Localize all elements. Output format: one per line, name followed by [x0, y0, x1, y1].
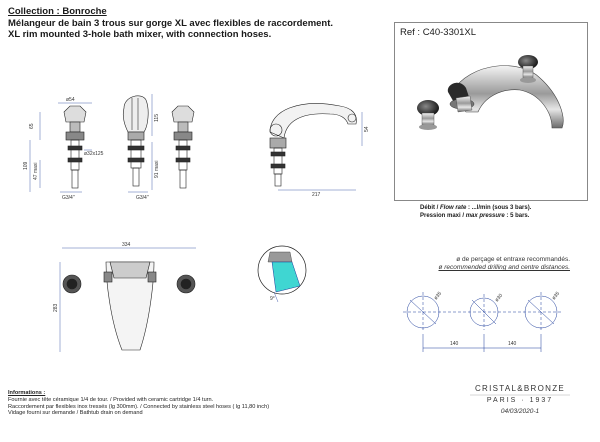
dim-47-maxi: 47 maxi: [33, 162, 39, 180]
dimension-lines-front: [128, 94, 153, 193]
dimension-lines-top: [59, 247, 196, 352]
brand-city: PARIS · 1937: [486, 397, 554, 404]
top-view: [62, 261, 196, 351]
description-en: XL rim mounted 3-hole bath mixer, with c…: [8, 29, 272, 40]
collection-title: Collection : Bonroche: [8, 6, 107, 17]
title-block: Collection : Bonroche Mélangeur de bain …: [8, 6, 333, 41]
info-line-2: Raccordement par flexibles inox tressés …: [8, 403, 270, 410]
pressure-label: Pression maxi: [420, 213, 461, 219]
cartridge-detail: [257, 245, 307, 303]
valve-side-view: [63, 105, 87, 189]
spout-profile-view: [269, 103, 357, 187]
spout-front-view: [122, 95, 149, 187]
dim-32x125: ø32x125: [84, 151, 104, 157]
drilling-diagram: [403, 292, 561, 352]
dimension-lines-profile: [278, 112, 363, 191]
dimension-lines-left: [29, 102, 92, 193]
debit-label: Débit: [420, 205, 435, 211]
informations-block: Informations : Fournie avec tête céramiq…: [8, 390, 269, 417]
drilling-note-en: ø recommended drilling and centre distan…: [438, 264, 570, 271]
dim-109: 109: [23, 161, 29, 170]
dim-334: 334: [122, 242, 131, 248]
valve-side-view-2: [171, 105, 195, 189]
dim-65: 65: [29, 123, 35, 129]
product-photo: [417, 55, 564, 130]
dim-diameter-54: ø54: [66, 97, 75, 103]
info-line-1: Fournie avec tête céramique 1/4 de tour.…: [8, 396, 214, 403]
flow-rate-value: ...l/min (sous 3 bars).: [471, 205, 532, 211]
flow-rate-label: Flow rate: [440, 205, 467, 211]
dim-140-left: 140: [450, 341, 459, 347]
dim-g34-left: G3/4": [62, 195, 75, 201]
informations-title: Informations :: [8, 390, 46, 396]
dim-hole-35-right: ø35: [551, 291, 561, 302]
dim-140-right: 140: [508, 341, 517, 347]
pressure-value: 5 bars.: [510, 213, 530, 219]
brand-logo: CRISTAL&BRONZE: [474, 384, 566, 393]
dim-angle-9: 9°: [270, 296, 275, 302]
dim-hole-30-center: ø30: [494, 293, 504, 304]
dim-g34-front: G3/4": [136, 195, 149, 201]
drilling-note: ø de perçage et entraxe recommandés. ø r…: [398, 256, 570, 272]
flow-rate-info: Débit / Flow rate : ...l/min (sous 3 bar…: [420, 205, 532, 219]
dim-91-maxi: 91 maxi: [154, 160, 160, 178]
dim-54: 54: [364, 126, 370, 132]
dim-283: 283: [53, 303, 59, 312]
dim-217: 217: [312, 192, 321, 198]
dim-115: 115: [154, 114, 160, 122]
dim-hole-35-left: ø35: [433, 291, 443, 302]
description-fr: Mélangeur de bain 3 trous sur gorge XL a…: [8, 17, 334, 29]
document-date: 04/03/2020-1: [500, 408, 540, 415]
max-pressure-label: max pressure: [465, 213, 505, 219]
reference-number: Ref : C40-3301XL: [400, 27, 477, 38]
product-photo-frame: [394, 22, 588, 201]
drilling-note-fr: ø de perçage et entraxe recommandés.: [456, 256, 570, 263]
info-line-3: Vidage fourni sur demande / Bathtub drai…: [8, 410, 143, 417]
